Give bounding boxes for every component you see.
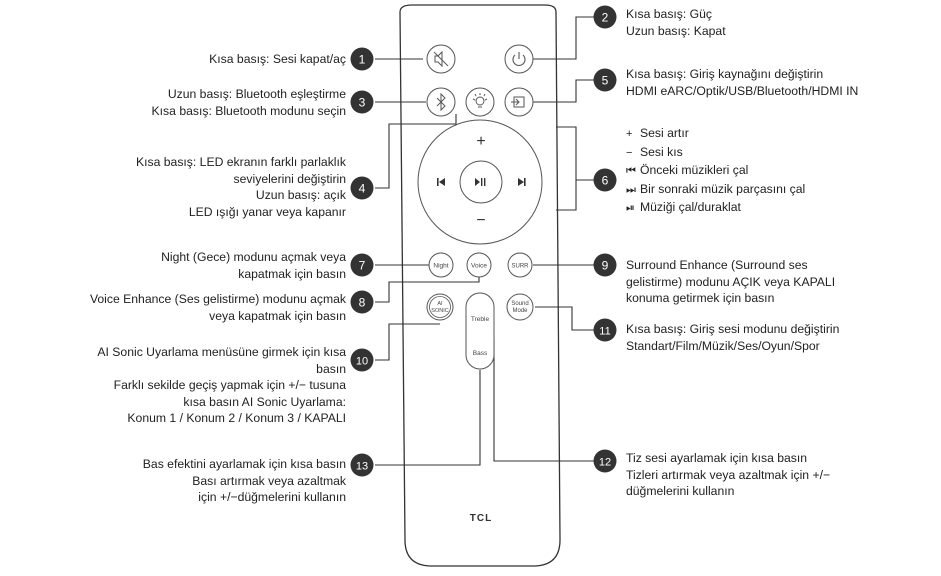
callout-4-text: Kısa basış: LED ekranın farklı parlaklık…	[136, 155, 346, 219]
ai-sonic-button[interactable]: AI SONIC	[426, 293, 454, 321]
surr-button[interactable]: SURR	[507, 252, 533, 278]
callout-marker-3: 3	[350, 90, 374, 114]
power-icon	[512, 52, 526, 66]
list-item: ⏮Önceki müzikleri çal	[626, 162, 805, 181]
svg-text:12: 12	[599, 457, 611, 469]
callout-11-text: Kısa basış: Giriş sesi modunu değiştirin…	[626, 322, 840, 353]
callout-marker-7: 7	[350, 253, 374, 277]
svg-text:9: 9	[602, 259, 609, 273]
list-item: ⏭Bir sonraki müzik parçasını çal	[626, 181, 805, 200]
mute-icon	[433, 50, 449, 68]
bluetooth-button[interactable]	[426, 87, 456, 117]
svg-text:5: 5	[602, 74, 609, 88]
svg-text:4: 4	[359, 182, 366, 196]
play-pause-button[interactable]	[459, 160, 503, 204]
callout-marker-10: 10	[350, 348, 374, 372]
svg-text:3: 3	[359, 96, 366, 110]
list-item: +Sesi artır	[626, 125, 805, 144]
night-label: Night	[433, 263, 448, 270]
led-brightness-button[interactable]	[465, 87, 495, 117]
bulb-icon	[472, 93, 488, 108]
previous-button[interactable]	[437, 178, 445, 186]
callout-8-text: Voice Enhance (Ses gelistirme) modunu aç…	[89, 292, 346, 323]
input-source-button[interactable]	[504, 87, 534, 117]
play-pause-icon: ⏯	[626, 202, 635, 215]
list-item: ⏯Müziği çal/duraklat	[626, 199, 805, 218]
voice-label: Voice	[471, 263, 487, 270]
treble-label: Treble	[471, 316, 490, 323]
sound-mode-button[interactable]: Sound Mode	[506, 293, 534, 321]
leader-lines	[375, 16, 596, 466]
callout-13-text: Bas efektini ayarlamak için kısa basın B…	[142, 457, 346, 504]
plus-icon: +	[626, 128, 633, 140]
svg-text:13: 13	[356, 461, 368, 473]
volume-up-button[interactable]: +	[476, 133, 485, 150]
list-item: −Sesi kıs	[626, 144, 805, 163]
callout-9-text: Surround Enhance (Surround ses gelistirm…	[626, 258, 836, 305]
callout-10-text: AI Sonic Uyarlama menüsüne girmek için k…	[97, 345, 346, 425]
power-button[interactable]	[504, 44, 534, 74]
previous-icon: ⏮	[626, 165, 636, 178]
svg-text:11: 11	[599, 326, 610, 338]
callout-marker-6: 6	[593, 168, 617, 192]
callout-marker-12: 12	[593, 449, 617, 473]
next-icon: ⏭	[626, 183, 636, 196]
bluetooth-icon	[436, 92, 446, 112]
brand-logo: TCL	[470, 513, 492, 524]
callout-marker-8: 8	[350, 290, 374, 314]
svg-text:1: 1	[359, 53, 366, 67]
callout-2-text: Kısa basış: Güç Uzun basış: Kapat	[626, 7, 726, 38]
callout-3-text: Uzun basış: Bluetooth eşleştirme Kısa ba…	[151, 87, 346, 118]
minus-icon: −	[626, 146, 633, 159]
bass-label: Bass	[473, 350, 488, 357]
ai-sonic-label-2: SONIC	[431, 308, 448, 314]
play-pause-icon	[475, 178, 486, 186]
next-icon	[518, 178, 526, 186]
callout-marker-5: 5	[593, 68, 617, 92]
voice-button[interactable]: Voice	[466, 252, 492, 278]
treble-bass-rocker[interactable]: Treble Bass	[465, 292, 495, 370]
svg-text:7: 7	[359, 259, 366, 273]
callout-1-text: Kısa basış: Sesi kapat/aç	[209, 52, 346, 66]
svg-text:10: 10	[356, 356, 368, 368]
callout-marker-1: 1	[350, 47, 374, 71]
svg-text:8: 8	[359, 296, 366, 310]
volume-down-button[interactable]: −	[476, 212, 485, 229]
night-button[interactable]: Night	[428, 252, 454, 278]
svg-text:2: 2	[602, 11, 609, 25]
callout-6-list: +Sesi artır −Sesi kıs ⏮Önceki müzikleri …	[626, 125, 805, 218]
surr-label: SURR	[511, 264, 529, 270]
input-icon	[511, 96, 525, 108]
mute-button[interactable]	[426, 44, 456, 74]
callout-marker-9: 9	[593, 253, 617, 277]
sound-mode-label-2: Mode	[512, 308, 528, 314]
callout-12-text: Tiz sesi ayarlamak için kısa basın Tizle…	[626, 451, 831, 498]
callout-marker-13: 13	[350, 453, 374, 477]
svg-text:6: 6	[602, 174, 609, 188]
sound-mode-label-1: Sound	[511, 301, 528, 307]
callout-5-text: Kısa basış: Giriş kaynağını değiştirin H…	[626, 67, 859, 98]
callout-7-text: Night (Gece) modunu açmak veya kapatmak …	[161, 250, 346, 281]
next-button[interactable]	[518, 178, 526, 186]
ai-sonic-label-1: AI	[437, 301, 443, 307]
callout-marker-2: 2	[593, 5, 617, 29]
previous-icon	[437, 178, 445, 186]
callout-marker-11: 11	[593, 318, 617, 342]
callout-marker-4: 4	[350, 176, 374, 200]
